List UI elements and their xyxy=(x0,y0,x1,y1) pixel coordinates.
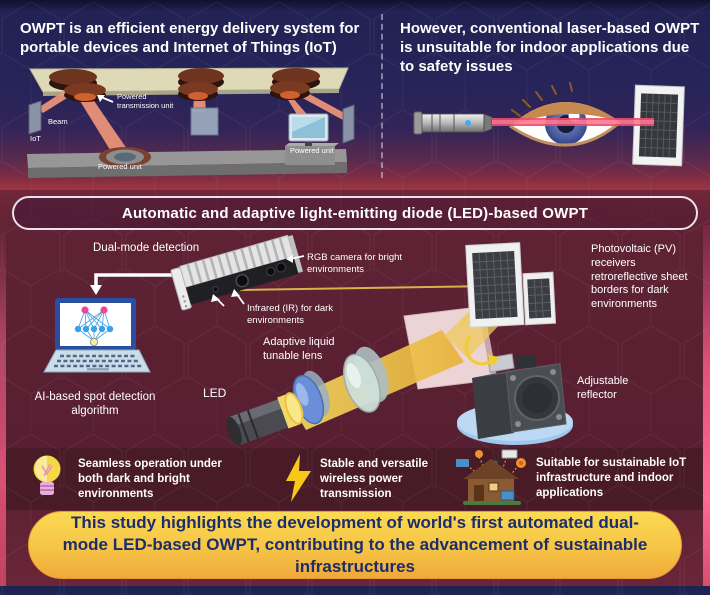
label-rgb-camera: RGB camera for bright environments xyxy=(307,252,403,275)
label-adjustable-reflector: Adjustable reflector xyxy=(577,375,629,401)
benefit-text-2: Stable and versatile wireless power tran… xyxy=(320,458,429,500)
laser-safety-diagram xyxy=(413,82,685,167)
label-powered-unit-floor: Powered unit xyxy=(98,162,142,171)
lightning-bolt-icon xyxy=(286,454,311,502)
conclusion-banner: This study highlights the development of… xyxy=(28,511,682,579)
monitor-icon xyxy=(285,113,339,165)
section-banner-title: Automatic and adaptive light-emitting di… xyxy=(121,204,589,222)
laser-beam xyxy=(492,118,654,126)
section-banner: Automatic and adaptive light-emitting di… xyxy=(12,196,698,230)
label-iot: IoT xyxy=(30,134,41,143)
conclusion-text: This study highlights the development of… xyxy=(62,513,648,576)
owpt-intro-title: OWPT is an efficient energy delivery sys… xyxy=(20,20,360,57)
powered-transmission-units xyxy=(49,68,320,102)
laser-pointer-icon xyxy=(413,111,493,135)
smart-home-icon xyxy=(456,449,526,505)
pv-receiver-large-icon xyxy=(465,242,525,328)
label-infrared: Infrared (IR) for dark environments xyxy=(247,303,334,326)
laser-issue-title: However, conventional laser-based OWPT i… xyxy=(400,20,700,76)
pv-receiver-small-icon xyxy=(522,271,557,326)
bottom-navy-strip xyxy=(0,586,710,595)
lightbulb-icon xyxy=(33,455,61,495)
laptop-icon xyxy=(43,298,151,373)
label-powered-unit-desk: Powered unit xyxy=(290,146,334,155)
wall-panel-icon xyxy=(342,104,355,144)
label-dual-mode-detection: Dual-mode detection xyxy=(93,242,200,254)
label-beam: Beam xyxy=(48,117,68,126)
detection-flow-arrow xyxy=(90,273,175,295)
label-pv-receivers: Photovoltaic (PV) receivers retroreflect… xyxy=(591,243,688,310)
eye-icon xyxy=(509,82,621,147)
iot-panel-icon xyxy=(28,100,42,135)
led-icon xyxy=(226,392,304,446)
transmission-unit-icon xyxy=(270,68,320,100)
benefit-text-1: Seamless operation under both dark and b… xyxy=(78,458,222,500)
benefit-text-3: Suitable for sustainable IoT infrastruct… xyxy=(536,457,687,499)
transmission-unit-icon xyxy=(178,68,224,101)
panel-divider xyxy=(381,14,383,178)
label-powered-transmission-unit: Powered transmission unit xyxy=(117,92,174,110)
label-ai-algorithm: AI-based spot detection algorithm xyxy=(34,391,156,418)
label-tunable-lens: Adaptive liquid tunable lens xyxy=(263,336,335,362)
label-led: LED xyxy=(203,386,227,400)
receiver-square-icon xyxy=(190,107,219,136)
